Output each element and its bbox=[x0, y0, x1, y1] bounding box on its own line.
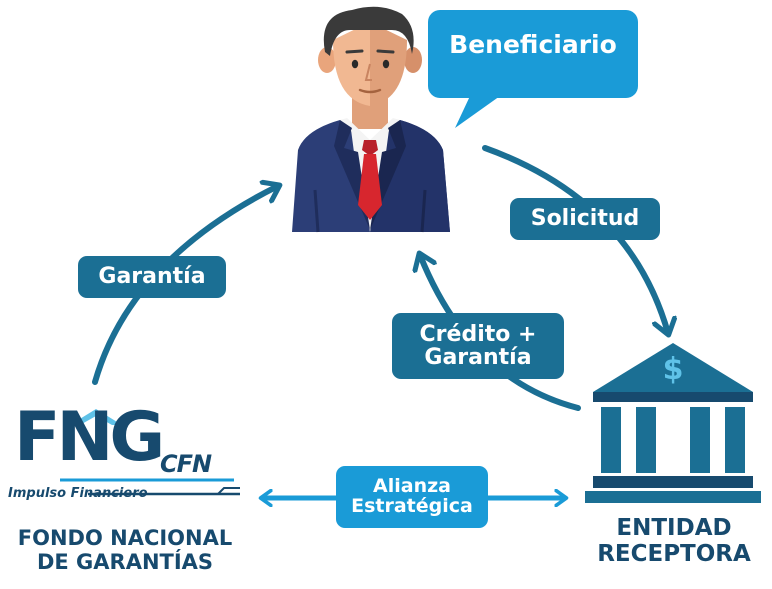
fng-tagline: Impulso Financiero bbox=[8, 486, 148, 501]
bank-name-line2: RECEPTORA bbox=[597, 540, 751, 567]
alliance-text-line2: Estratégica bbox=[351, 495, 473, 517]
fng-logo bbox=[60, 409, 240, 496]
fng-logo-text: FNG bbox=[14, 398, 165, 477]
fng-name: FONDO NACIONAL DE GARANTÍAS bbox=[0, 526, 250, 574]
guarantee-label: Garantía bbox=[78, 256, 226, 298]
speech-bubble bbox=[428, 10, 638, 128]
bank-name: ENTIDAD RECEPTORA bbox=[576, 515, 772, 568]
guarantee-text: Garantía bbox=[98, 264, 206, 290]
fng-name-line2: DE GARANTÍAS bbox=[36, 549, 214, 574]
credit-text-line1: Crédito + bbox=[419, 321, 537, 347]
fng-name-line1: FONDO NACIONAL bbox=[17, 526, 233, 550]
bank-building-icon bbox=[585, 343, 761, 503]
credit-text-line2: Garantía bbox=[424, 345, 532, 370]
alliance-label: Alianza Estratégica bbox=[336, 466, 488, 528]
beneficiary-label: Beneficiario bbox=[449, 30, 617, 59]
request-label: Solicitud bbox=[510, 198, 660, 240]
beneficiary-person-icon bbox=[292, 6, 450, 233]
bank-name-line1: ENTIDAD bbox=[616, 515, 732, 541]
credit-guarantee-label: Crédito + Garantía bbox=[392, 313, 564, 379]
request-arrow bbox=[482, 145, 668, 333]
dollar-sign-icon: $ bbox=[662, 352, 684, 387]
cfn-logo-text: CFN bbox=[160, 450, 212, 478]
request-text: Solicitud bbox=[530, 206, 640, 232]
alliance-text-line1: Alianza bbox=[373, 475, 451, 498]
